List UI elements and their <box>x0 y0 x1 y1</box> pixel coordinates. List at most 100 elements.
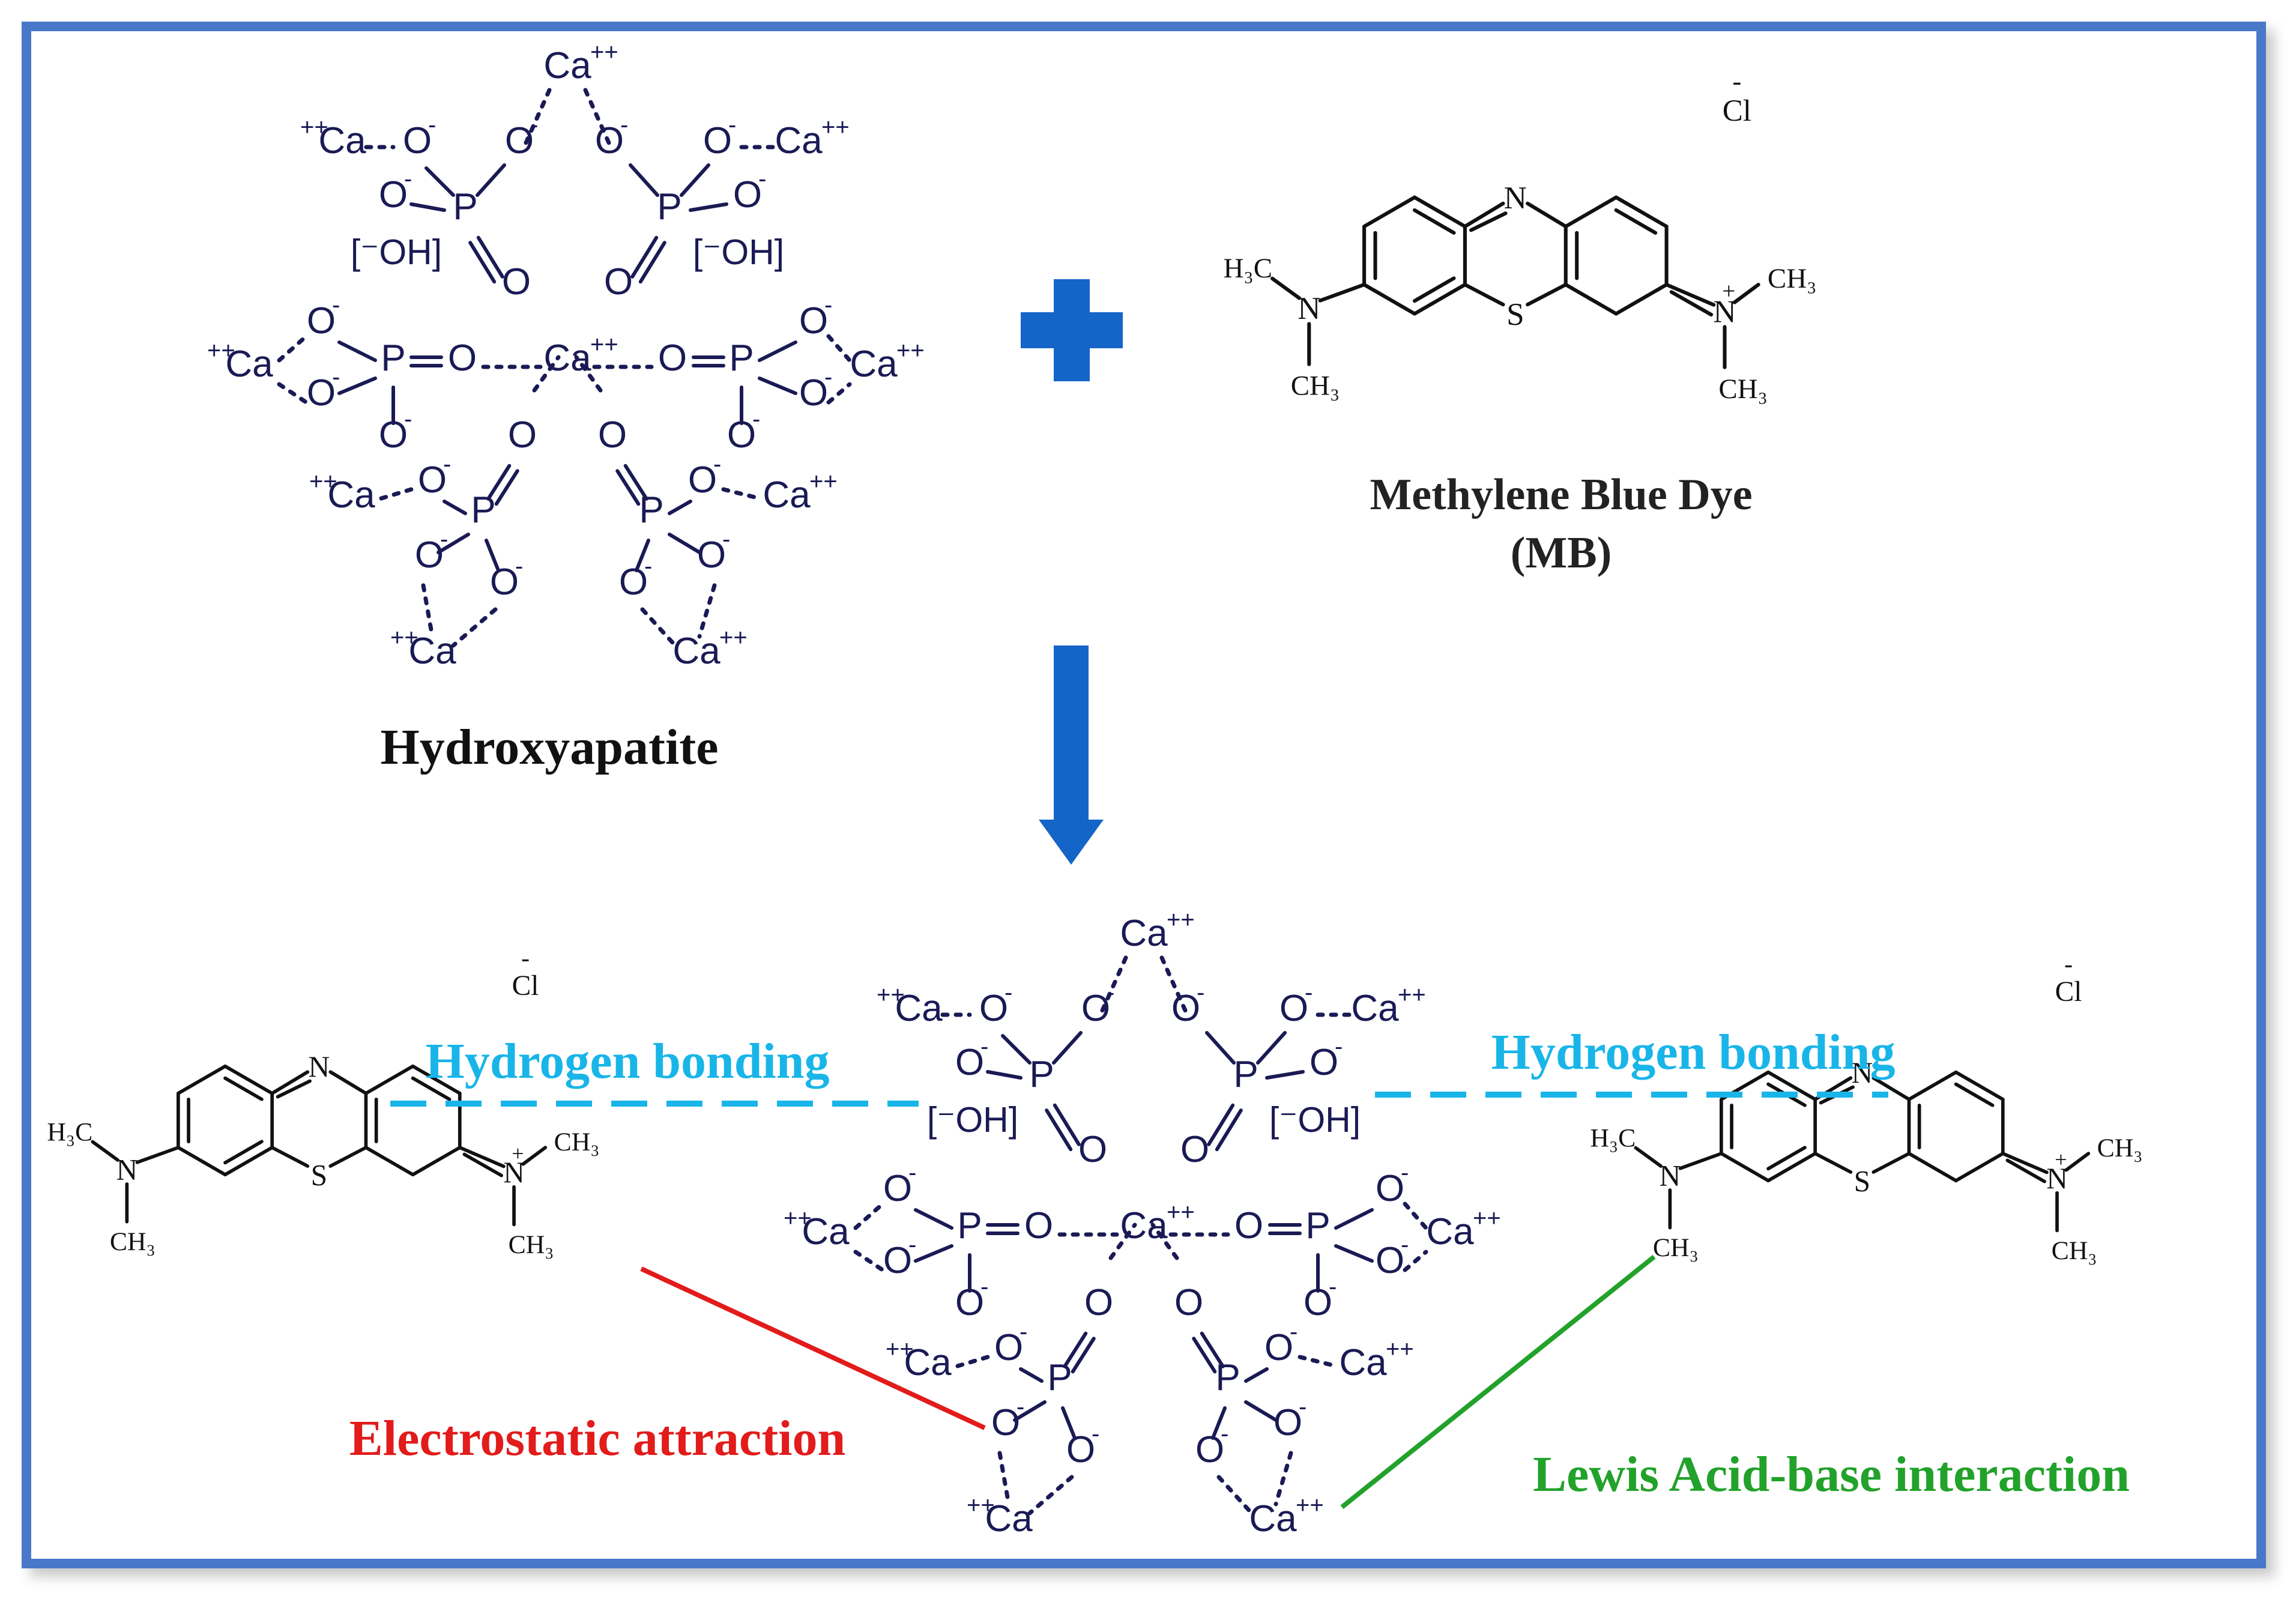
p-o-bond <box>635 539 650 572</box>
oxygen-ur-1: O <box>595 120 624 162</box>
p-o-bond <box>1334 1244 1374 1263</box>
mb-bond <box>1872 1076 1911 1101</box>
p-o-bond <box>1265 1070 1305 1080</box>
mb-methyl-left-top: H₃C <box>1590 1124 1636 1153</box>
p-o-bond <box>1205 1031 1236 1065</box>
oxygen-r-2: O <box>1376 1240 1404 1281</box>
p-o-bond <box>1256 1031 1287 1065</box>
oxygen-l-1: O <box>307 300 336 342</box>
p-o-double-bond <box>494 469 519 506</box>
ionic-dotted-bond <box>574 355 603 393</box>
oxygen-r-2: O <box>799 372 828 414</box>
ca-bl: Ca <box>985 1498 1033 1540</box>
mb-bond <box>2001 1152 2049 1174</box>
mb-bond <box>223 1146 274 1177</box>
oxygen-ur-3: O <box>1310 1042 1338 1083</box>
oxygen-l-2: O <box>883 1240 912 1281</box>
ca-ul: Ca <box>318 120 366 162</box>
oxygen-lr-2-charge: - <box>722 526 730 552</box>
ionic-dotted-bond <box>1403 1201 1428 1230</box>
oxygen-l-2-charge: - <box>332 364 340 390</box>
mb-bond <box>1664 282 1716 307</box>
mb-bond <box>223 1140 264 1165</box>
oxygen-ll-2: O <box>991 1402 1020 1443</box>
phosphorus-ur: P <box>1233 1054 1258 1095</box>
ionic-dotted-bond <box>1099 955 1128 1014</box>
oxygen-lr-3: O <box>619 561 648 603</box>
plus-icon <box>1021 279 1123 381</box>
mb-amine-nitrogen: N <box>1298 291 1320 326</box>
p-o-bond <box>424 166 455 197</box>
mb-chloride-charge: - <box>521 945 530 973</box>
ca-lr: Ca <box>1339 1342 1387 1383</box>
ionic-dotted-bond <box>583 88 612 147</box>
central-ca-charge: ++ <box>590 331 618 358</box>
mb-bond <box>411 1146 462 1177</box>
p-o-bond <box>689 202 728 212</box>
ionic-dotted-bond <box>697 583 717 639</box>
p-o-bond <box>629 163 659 197</box>
p-o-double-bond <box>638 241 666 284</box>
mb-bond <box>458 1146 506 1168</box>
lewis-line <box>1340 1254 1656 1510</box>
mb-bond <box>1954 1082 1995 1107</box>
oxygen-ul-1-charge: - <box>428 112 436 138</box>
mb-bond <box>1766 1146 1807 1171</box>
oxygen-r-3-charge: - <box>752 406 760 432</box>
oxygen-ur-3: O <box>733 174 762 216</box>
p-o-double-bond <box>1200 1331 1225 1368</box>
mb-bond <box>411 1076 452 1101</box>
mb-bond <box>135 1146 180 1164</box>
p-o-bond <box>337 376 377 395</box>
ionic-dotted-bond <box>997 1451 1011 1507</box>
p-o-double-bond <box>1207 1103 1235 1146</box>
mb-chloride: Cl <box>2055 976 2082 1008</box>
ionic-dotted-bond <box>1298 1355 1338 1368</box>
mb-bond <box>1907 1152 1958 1183</box>
mb-bond <box>1463 201 1505 229</box>
mb-chloride-charge: - <box>1732 66 1741 96</box>
oxygen-ll-2: O <box>415 534 444 576</box>
ionic-dotted-bond <box>721 487 762 501</box>
ionic-dotted-bond <box>1108 1223 1137 1260</box>
ca-ll-charge: ++ <box>886 1336 914 1362</box>
p-o-bond <box>437 533 470 554</box>
oxygen-ur-dbl: O <box>604 261 633 303</box>
mb-chloride-charge: - <box>2064 951 2073 979</box>
oxygen-ul-1: O <box>979 988 1008 1029</box>
mb-bond <box>411 1064 462 1095</box>
mb-bond <box>2064 1152 2091 1172</box>
ionic-dotted-bond <box>379 487 414 501</box>
p-o-bond <box>1001 1034 1032 1065</box>
oxygen-lr-1-charge: - <box>713 451 721 477</box>
mb-methyl-right-top: CH₃ <box>2097 1134 2143 1162</box>
oxygen-ll-1-charge: - <box>1020 1319 1027 1345</box>
mb-bond <box>223 1076 264 1101</box>
oxygen-l-2: O <box>307 372 336 414</box>
oxygen-ul-2-charge: - <box>980 1033 988 1060</box>
oxygen-ur-2-charge: - <box>1305 979 1313 1006</box>
mb-bond <box>1813 1152 1853 1174</box>
mb-sulfur: S <box>1854 1164 1870 1197</box>
p-o-bond <box>476 163 506 197</box>
oxygen-ll-1-charge: - <box>443 451 451 477</box>
p-o-bond <box>1211 1406 1227 1440</box>
mb-bond <box>1954 1152 2005 1183</box>
ca-ul: Ca <box>895 988 943 1029</box>
mb-methyl-right-bottom: CH₃ <box>2052 1236 2097 1265</box>
ionic-dotted-bond <box>853 1201 885 1230</box>
mb-bond <box>1872 1152 1911 1174</box>
mb-bond <box>1362 282 1417 316</box>
ca-l-charge: ++ <box>207 337 235 364</box>
p-o-bond <box>485 539 500 572</box>
mb-bond <box>2005 1158 2046 1183</box>
oxygen-r-dbl: O <box>1234 1205 1263 1247</box>
mb-bond <box>276 1079 312 1099</box>
mb-sulfur: S <box>311 1158 327 1191</box>
hydroxyl-ul: [⁻OH] <box>351 233 442 272</box>
mb-methyl-left-bottom: CH₃ <box>1653 1233 1699 1262</box>
p-o-bond <box>1334 1208 1374 1230</box>
